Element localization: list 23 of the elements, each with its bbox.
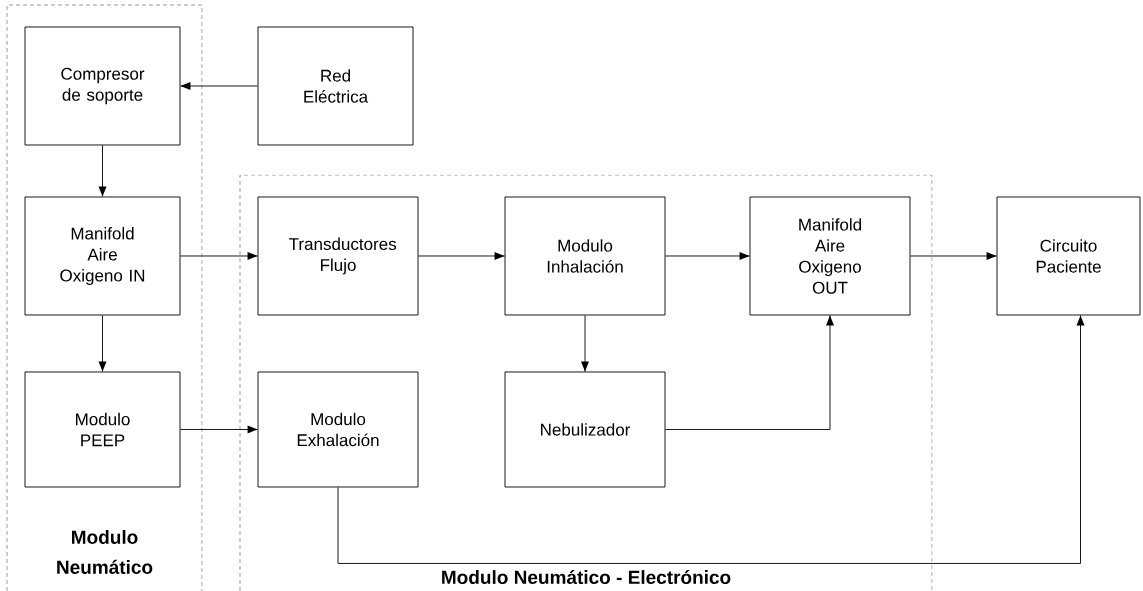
arrow (180, 82, 258, 90)
process-box: Modulo PEEP (24, 371, 181, 488)
arrow (98, 145, 107, 197)
process-box: Transductores Flujo (257, 196, 419, 316)
process-box: Compresor de soporte (24, 26, 181, 146)
arrow (180, 425, 258, 434)
arrow (910, 252, 997, 260)
arrow (581, 315, 589, 372)
process-box: Modulo Inhalación (504, 196, 666, 316)
group-title: Modulo Neumático (57, 530, 153, 574)
arrow (665, 315, 834, 430)
arrow (337, 315, 1085, 564)
process-box: Nebulizador (504, 371, 666, 488)
process-box: Manifold Aire Oxigeno OUT (749, 196, 911, 316)
arrow (98, 315, 107, 372)
arrow (180, 252, 258, 260)
group-title: Modulo Neumático - Electrónico (442, 569, 731, 585)
process-box: Circuito Paciente (996, 196, 1141, 316)
arrow (665, 252, 750, 260)
process-box: Manifold Aire Oxigeno IN (24, 196, 181, 316)
process-box: Red Eléctrica (257, 26, 414, 146)
arrow (418, 252, 505, 260)
process-box: Modulo Exhalación (257, 371, 419, 488)
